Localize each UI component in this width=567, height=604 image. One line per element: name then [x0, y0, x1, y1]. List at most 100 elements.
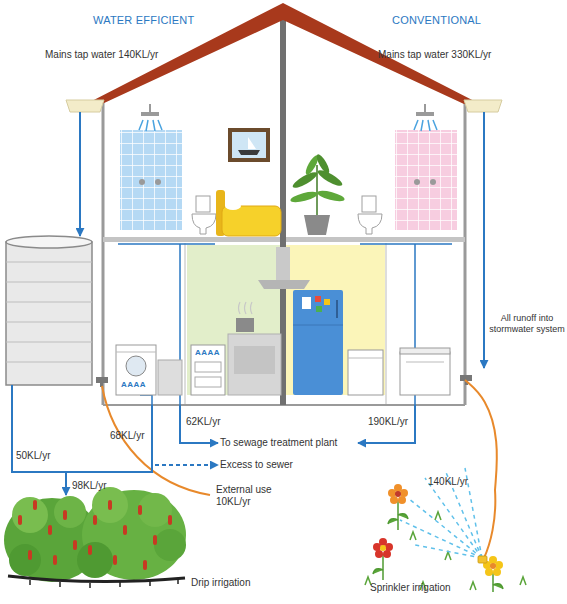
kitchen-conventional [293, 290, 383, 395]
sprinkler-garden [390, 496, 398, 504]
drip-garden [30, 579, 178, 588]
kitchen-conventional [348, 358, 383, 359]
drip-garden [12, 497, 48, 533]
drip-garden [4, 487, 186, 588]
laundry-efficient [116, 345, 182, 395]
drip-garden [18, 515, 22, 525]
drip-garden [63, 510, 67, 520]
bedroom [216, 128, 281, 236]
bathroom-efficient [139, 120, 162, 131]
bathroom-efficient [155, 179, 161, 185]
flow-label: 62KL/yr [186, 416, 220, 428]
pot-plant [316, 189, 345, 204]
sewer-outlet: To sewage treatment plant [218, 436, 358, 450]
use-label: External use 10KL/yr [216, 484, 280, 508]
drip-garden [143, 560, 147, 570]
kitchen-conventional [302, 297, 311, 309]
sprinkler-garden [490, 563, 496, 569]
garden-bed: Drip irrigation [5, 495, 188, 583]
gutters [66, 100, 502, 112]
sprinkler-garden [478, 556, 487, 563]
bathroom-conventional [430, 179, 436, 185]
kitchen-conventional [293, 290, 343, 395]
kitchen-efficient [195, 362, 221, 372]
drip-garden [108, 500, 112, 510]
drip-garden [18, 500, 172, 570]
laundry-conventional [400, 348, 450, 354]
drip-garden [113, 555, 117, 565]
sprinkler-garden [385, 543, 393, 551]
house-walls [184, 243, 186, 404]
sprinkler-garden [375, 550, 383, 558]
drip-garden [9, 544, 41, 576]
kitchen-conventional [315, 296, 321, 302]
sprinkler-garden [400, 489, 408, 497]
gutters [66, 100, 104, 112]
roof [86, 3, 480, 104]
kitchen-efficient [236, 318, 254, 332]
flow-label: 190KL/yr [368, 416, 408, 428]
runoff-label: All runoff into stormwater system [488, 313, 566, 335]
house-walls [102, 98, 105, 405]
sprinkler-garden [380, 545, 386, 551]
sprinkler-garden [485, 568, 493, 576]
downpipe-arrows [80, 112, 484, 368]
flow-label: 50KL/yr [16, 450, 50, 462]
house-walls [103, 245, 185, 405]
sprinkler-garden [400, 468, 482, 558]
roof [86, 3, 480, 104]
sprinkler-garden [365, 512, 526, 590]
node-label: Sprinkler irrigation [370, 582, 451, 594]
garden-bed: Sprinkler irrigation [355, 490, 540, 580]
bathroom-efficient [192, 214, 216, 234]
laundry-efficient [116, 345, 156, 395]
sprinkler-garden [388, 489, 396, 497]
laundry-conventional [400, 348, 450, 395]
house-half: CONVENTIONAL [283, 95, 465, 405]
pot-plant [304, 215, 330, 235]
flow-label: 140KL/yr [428, 476, 468, 488]
bathroom-conventional [358, 104, 457, 234]
house-walls [464, 98, 467, 405]
bathroom-efficient [149, 104, 151, 112]
drip-garden [8, 576, 185, 582]
sewer-outlet: Excess to sewer [218, 458, 302, 472]
bathroom-conventional [414, 120, 437, 131]
drip-garden [73, 540, 77, 550]
flow-label: 98KL/yr [72, 480, 106, 492]
drip-garden [88, 545, 92, 555]
bathroom-efficient [139, 179, 145, 185]
bathroom-conventional [395, 130, 457, 230]
flow-arrow [180, 405, 218, 443]
sprinkler-garden [365, 468, 526, 592]
range-hood [258, 280, 310, 289]
bathroom-conventional [424, 104, 426, 112]
kitchen-conventional [348, 350, 383, 395]
bedroom [238, 150, 260, 155]
bedroom [232, 132, 266, 158]
bathroom-conventional [362, 196, 376, 212]
supply-label: Mains tap water 330KL/yr [378, 49, 491, 61]
drip-garden [33, 500, 37, 510]
gutters [464, 100, 502, 112]
laundry-efficient [126, 356, 146, 376]
downpipe-arrows [79, 112, 81, 236]
bathroom-efficient [196, 196, 210, 212]
sprinkler-garden [388, 484, 408, 504]
range-hood [276, 247, 290, 280]
drip-garden [138, 505, 142, 515]
bedroom [248, 137, 256, 149]
sprinkler-garden [495, 561, 503, 569]
drip-garden [93, 515, 97, 525]
downpipe-arrows [483, 112, 485, 368]
pot-plant [314, 153, 331, 176]
tank-outflow-line [12, 385, 66, 472]
tank-outflow-line [12, 385, 66, 472]
bathroom-efficient [141, 112, 159, 116]
bedroom [228, 128, 270, 162]
taps [96, 375, 472, 387]
rainwater-tank [6, 236, 92, 248]
